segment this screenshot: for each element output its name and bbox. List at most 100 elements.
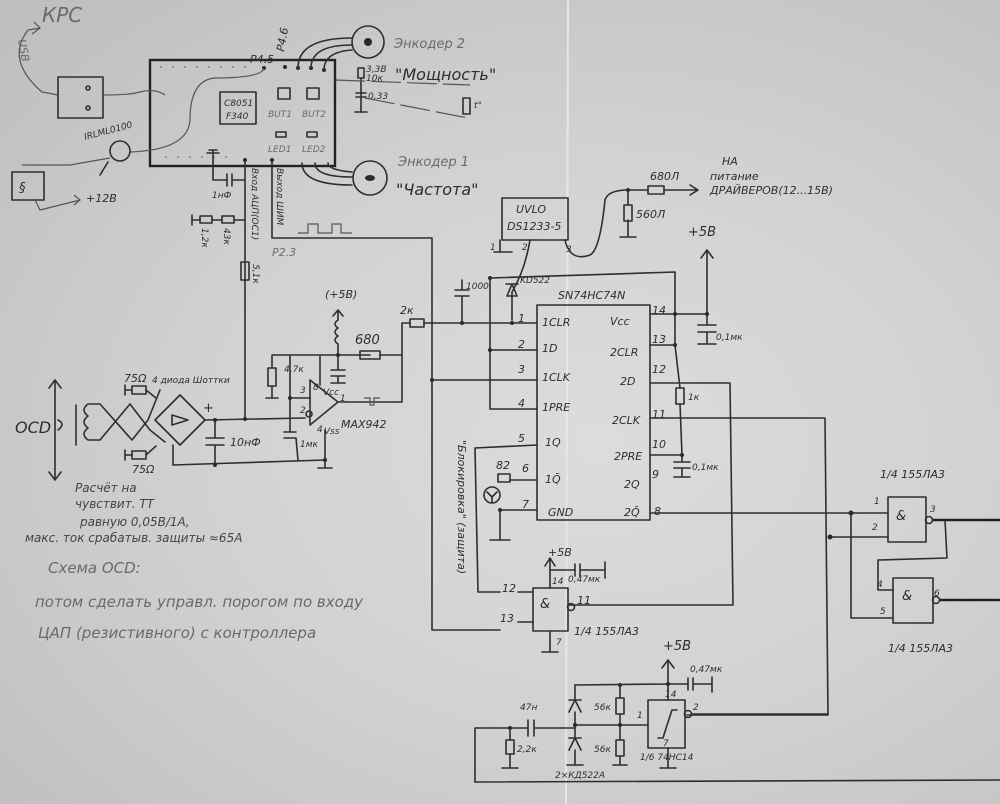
r-560-label: 560Л (636, 208, 665, 221)
pin-num: 4 (518, 397, 525, 410)
pin-name: 2Q (624, 478, 640, 491)
uvlo-part-label: DS1233-5 (507, 220, 561, 233)
adc-input-label: Вход АЦП(ОС1) (249, 168, 259, 240)
left-pins: 1 1CLR 2 1D 3 1CLK 4 1PRE 5 1Q 6 1Q̄ 7 G… (518, 312, 573, 519)
but2-label: BUT2 (302, 110, 326, 120)
mcu-chip (219, 91, 257, 125)
cmp-pin2: 2 (300, 406, 306, 416)
pin-num: 6 (522, 462, 529, 475)
mosfet-supply: IRLML0100 § +12В (11, 120, 134, 211)
dest-label-3: ДРАЙВЕРОВ(12...15В) (709, 184, 833, 197)
gates-part-bottom: 1/4 155ЛА3 (888, 642, 953, 655)
usb-connection: КРС USB (15, 3, 166, 119)
paper-fold (565, 0, 569, 804)
c-pre-label: 0,1мк (692, 463, 719, 473)
button-but1[interactable] (277, 87, 291, 100)
gate-symbol: & (540, 597, 550, 612)
note-line-2: чувствит. ТТ (75, 497, 156, 511)
pin-name: 1Q (545, 436, 561, 449)
pin-num: 9 (652, 468, 659, 481)
encoder-1[interactable]: Энкодер 1 "Частота" (301, 155, 479, 199)
note-line-1: Расчёт на (75, 481, 137, 495)
usb-label: USB (15, 38, 32, 63)
note-line-3: равную 0,05В/1А, (79, 515, 190, 529)
r-2k-label: 2к (400, 304, 414, 317)
thermistor (462, 97, 471, 115)
supply-12v-label: +12В (86, 192, 117, 205)
led2-label: LED2 (302, 145, 326, 155)
diode-kd522-label: KD522 (520, 276, 550, 286)
gate-pin: 4 (877, 580, 883, 590)
nand-gate-2 (892, 577, 934, 624)
diode-bridge (154, 394, 206, 446)
pin-name: 2CLR (610, 346, 638, 359)
dest-label-2: питание (710, 170, 759, 183)
c-vcc-label: 0,1мк (716, 333, 743, 343)
comparator-label: MAX942 (341, 418, 387, 431)
notes: Расчёт на чувствит. ТТ равную 0,05В/1А, … (25, 481, 364, 642)
r-680-label: 680Л (650, 170, 679, 183)
gate-pin11: 11 (577, 594, 591, 607)
r-12k-label: 1,2к (199, 228, 209, 248)
gate-pin14: 14 (552, 577, 564, 587)
uvlo-label: UVLO (516, 203, 546, 216)
encoder-2-label: Энкодер 2 (393, 37, 465, 52)
c-1nf-label: 1нФ (212, 191, 232, 201)
pin-name: 1CLR (542, 316, 570, 329)
note-todo-1: потом сделать управл. порогом по входу (35, 593, 364, 611)
flipflop-part-label: SN74HC74N (558, 289, 625, 302)
encoder-2[interactable]: Энкодер 2 "Мощность" (297, 25, 496, 84)
r-43k-label: 43к (221, 228, 231, 245)
note-line-4: макс. ток срабатыв. защиты ≈65А (25, 531, 242, 545)
button-but2[interactable] (306, 87, 320, 100)
pin-num: 5 (518, 432, 525, 445)
pin-num: 10 (652, 438, 666, 451)
gate-pin: 2 (872, 523, 878, 533)
schmitt-trigger: +5В 0,47мк 14 1 2 7 1/6 74HC14 56к 56к 4… (474, 639, 1000, 783)
cap-033-label: 0,33 (368, 92, 388, 102)
schmitt-r-bottom: 56к (594, 745, 611, 755)
note-heading: Схема OCD: (48, 559, 141, 577)
c-1uf-label: 1мк (300, 440, 319, 450)
led-block-indicator (483, 486, 501, 504)
pwm-output-label: Выход ШИМ (274, 168, 284, 226)
r-51k-label: 5,1к (250, 264, 260, 284)
mosfet-symbol (109, 140, 131, 162)
r-1k-label: 1к (688, 393, 700, 403)
cmp-vss: Vss (324, 427, 340, 437)
schmitt-pin14: 14 (665, 690, 677, 700)
nand-gate-low: & 12 13 11 14 7 1/4 155ЛА3 +5В 0,47мк (500, 546, 639, 653)
schmitt-supply: +5В (663, 639, 691, 654)
encoder-1-label: Энкодер 1 (397, 155, 469, 170)
cmp-pin1: 1 (340, 394, 346, 404)
pin-num: 7 (522, 498, 529, 511)
schmitt-diodes: 2×КД522А (555, 771, 605, 781)
pin-name: 2D (620, 375, 635, 388)
pin-p46-label: P4.6 (274, 26, 291, 52)
pin-name: 2PRE (614, 450, 642, 463)
pin-num: 8 (654, 505, 661, 518)
r-47k-label: 4,7к (284, 365, 304, 375)
ocd-label: OCD (15, 418, 51, 437)
encoder-2-function: "Мощность" (395, 65, 496, 84)
schmitt-part: 1/6 74HC14 (640, 753, 694, 763)
schmitt-pin7: 7 (663, 739, 669, 749)
but1-label: BUT1 (268, 110, 292, 120)
nand-gates-right: 1/4 155ЛА3 & 1 2 3 & 4 5 6 1/4 155ЛА3 (829, 468, 1000, 655)
led1-label: LED1 (268, 145, 291, 155)
pot-value-label: 10к (366, 74, 383, 84)
cmp-vcc: Vcc (323, 388, 339, 398)
pin-name: GND (548, 506, 573, 519)
cmp-pin4: 4 (317, 425, 323, 435)
pin-name: 2Q̄ (624, 506, 640, 519)
gate-low-part-label: 1/4 155ЛА3 (574, 625, 639, 638)
r-82-label: 82 (496, 459, 510, 472)
plus-sign: + (203, 401, 214, 416)
pot-thermistor: 3,3В 10к 0,33 t° (334, 65, 482, 119)
pin-p23-label: P2.3 (272, 246, 296, 259)
cmp-pin8: 8 (313, 383, 319, 393)
chip-label: C8051 (224, 99, 253, 109)
led2 (306, 131, 318, 138)
